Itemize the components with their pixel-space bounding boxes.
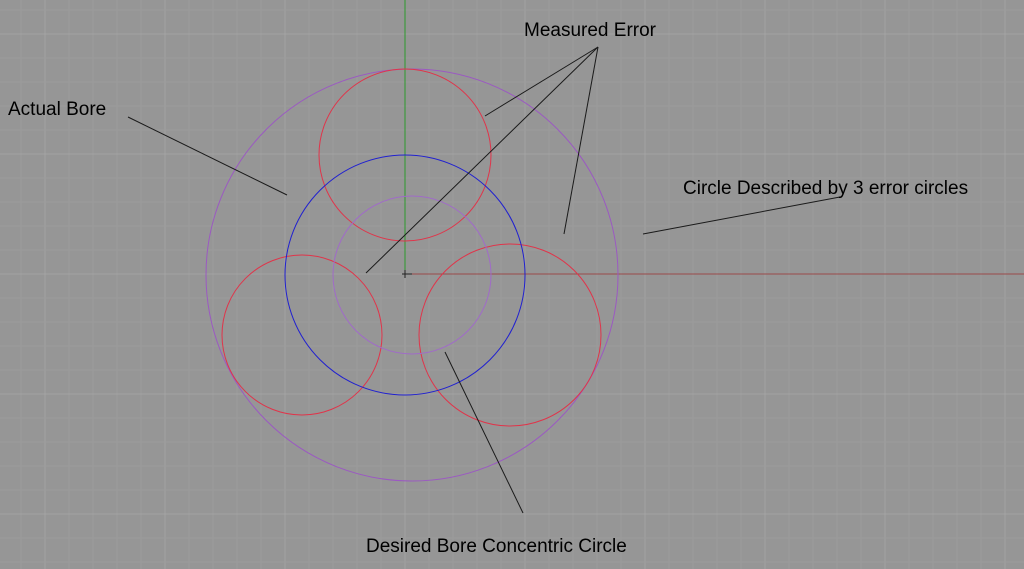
leader-measured-error-1: [484, 46, 599, 117]
leader-measured-error-3: [563, 46, 599, 235]
origin-marker: [402, 270, 412, 278]
leader-circle-described: [642, 196, 841, 235]
label-actual-bore: Actual Bore: [8, 99, 106, 120]
leader-desired-bore: [444, 351, 524, 514]
label-desired-bore: Desired Bore Concentric Circle: [366, 536, 627, 557]
leader-actual-bore: [127, 116, 288, 196]
error-circle-right: [418, 243, 602, 427]
error-circle-left: [221, 254, 383, 416]
actual-bore-circle: [205, 68, 619, 482]
leader-measured-error-2: [365, 46, 599, 274]
error-circle-top: [318, 68, 492, 242]
label-measured-error: Measured Error: [524, 20, 657, 41]
leader-lines: [127, 46, 841, 514]
label-circle-described: Circle Described by 3 error circles: [683, 178, 968, 199]
described-inner-circle: [332, 195, 492, 355]
desired-bore-circle: [284, 154, 526, 396]
